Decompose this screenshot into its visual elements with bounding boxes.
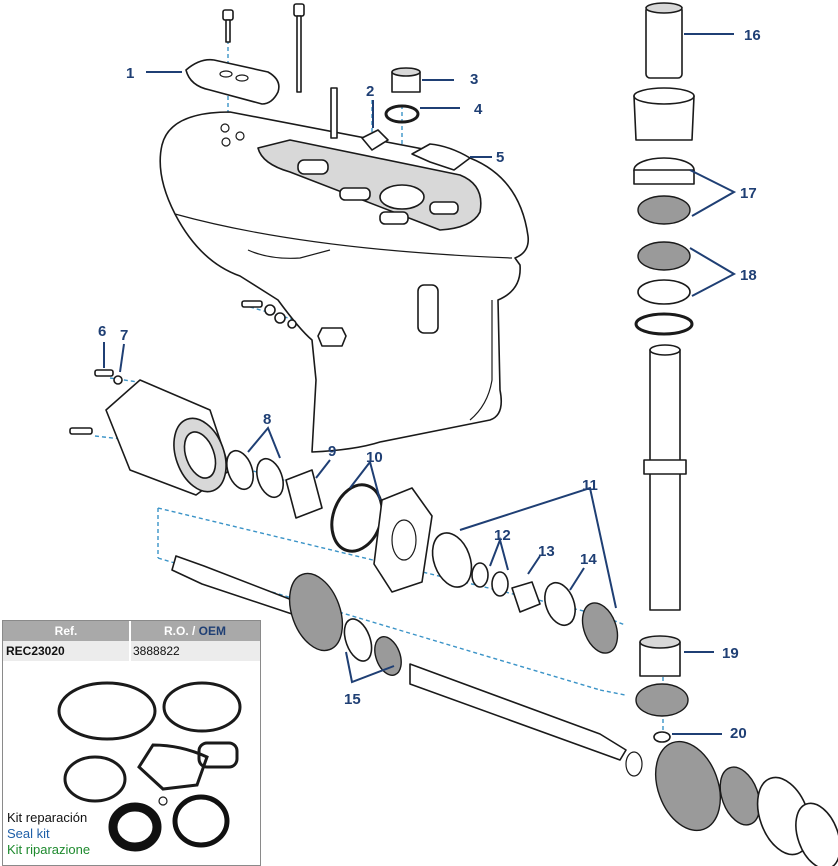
callout-9: 9 xyxy=(328,443,336,460)
kit-gasket-cover xyxy=(137,743,209,791)
seal-kit-illustration-lower xyxy=(108,794,230,852)
parts-2-5-seals xyxy=(361,67,471,171)
callout-16: 16 xyxy=(744,27,761,44)
callout-20: 20 xyxy=(730,725,747,742)
callout-leaders xyxy=(103,33,737,735)
header-slash: / xyxy=(188,624,199,638)
propeller-shaft-gear xyxy=(171,555,627,761)
seal-kit-illustration xyxy=(57,681,242,806)
kit-ref-value: REC23020 xyxy=(6,644,65,658)
part-1-cover-plate xyxy=(185,3,338,139)
header-oem: OEM xyxy=(198,624,227,638)
kit-table-row: REC23020 3888822 xyxy=(3,641,260,661)
housing-bolt-set xyxy=(69,300,347,435)
gearcase-housing xyxy=(159,111,530,453)
kit-label-en: Seal kit xyxy=(7,826,50,841)
callout-numbers: 1 2 3 4 5 6 7 8 9 10 11 12 13 14 15 16 1… xyxy=(98,27,761,742)
callout-8: 8 xyxy=(263,411,271,428)
kit-oring-small xyxy=(63,755,127,803)
callout-5: 5 xyxy=(496,149,504,166)
header-ro: R.O. xyxy=(163,624,189,638)
callout-2: 2 xyxy=(366,83,374,100)
forward-gear-assembly xyxy=(625,740,838,866)
callout-3: 3 xyxy=(470,71,478,88)
kit-oring-large xyxy=(57,681,157,741)
callout-17: 17 xyxy=(740,185,757,202)
callout-13: 13 xyxy=(538,543,555,560)
kit-washer xyxy=(158,796,168,806)
kit-label-it: Kit riparazione xyxy=(7,842,91,857)
kit-shaft-seal-right xyxy=(172,794,230,848)
header-divider xyxy=(129,621,131,641)
kit-oring-medium xyxy=(162,681,242,733)
kit-table-header: Ref. R.O. / OEM xyxy=(3,621,260,641)
kit-label-es: Kit reparación xyxy=(7,810,88,825)
parts-11-14-bearings xyxy=(431,532,619,654)
callout-10: 10 xyxy=(366,449,383,466)
callout-11: 11 xyxy=(582,477,598,494)
callout-7: 7 xyxy=(120,327,128,344)
callout-6: 6 xyxy=(98,323,106,340)
callout-4: 4 xyxy=(474,101,483,118)
bearing-carrier xyxy=(105,379,433,593)
callout-12: 12 xyxy=(494,527,511,544)
kit-shaft-seal-left xyxy=(108,802,162,852)
row-divider xyxy=(129,641,131,661)
callout-14: 14 xyxy=(580,551,597,568)
callout-19: 19 xyxy=(722,645,739,662)
callout-1: 1 xyxy=(126,65,134,82)
seal-kit-panel: Ref. R.O. / OEM REC23020 3888822 Kit rep… xyxy=(2,620,261,866)
kit-oem-value: 3888822 xyxy=(133,644,180,658)
callout-15: 15 xyxy=(344,691,361,708)
driveshaft-column xyxy=(633,2,695,743)
header-ro-oem: R.O. / OEM xyxy=(131,624,259,638)
callout-18: 18 xyxy=(740,267,757,284)
header-ref: Ref. xyxy=(54,624,78,638)
kit-labels: Kit reparación Seal kit Kit riparazione xyxy=(7,810,90,858)
